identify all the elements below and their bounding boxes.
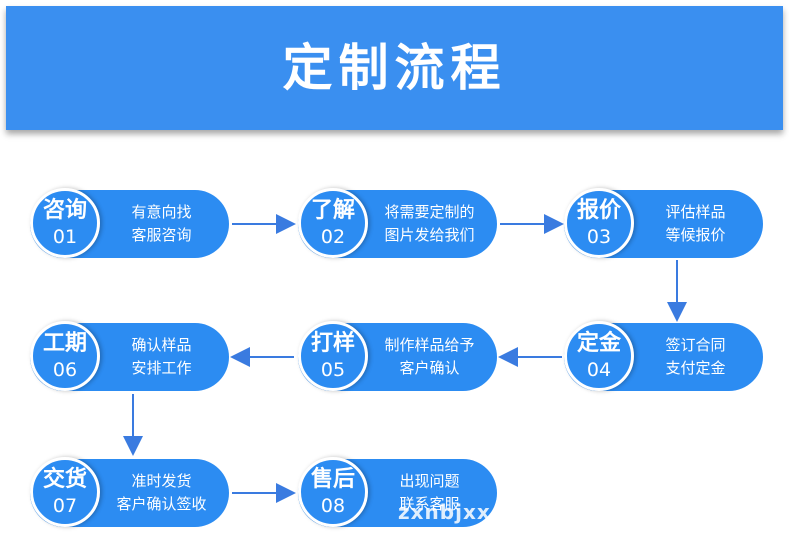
step-desc-line: 将需要定制的 — [384, 203, 475, 221]
step-consult: 咨询 01 有意向找 客服咨询 — [30, 188, 229, 258]
step-badge: 定金 04 — [564, 321, 634, 391]
step-deposit: 定金 04 签订合同 支付定金 — [564, 321, 763, 391]
step-desc-line: 安排工作 — [131, 359, 192, 377]
step-desc-line: 客户确认签收 — [116, 495, 207, 513]
step-description: 出现问题 联系客服 — [372, 470, 487, 516]
step-description: 将需要定制的 图片发给我们 — [372, 201, 487, 247]
step-badge: 报价 03 — [564, 188, 634, 258]
watermark-text: zxnbjxx — [398, 500, 491, 524]
step-desc-line: 确认样品 — [131, 336, 192, 354]
step-title: 咨询 — [42, 198, 87, 223]
step-badge: 交货 07 — [30, 457, 100, 527]
step-desc-line: 准时发货 — [131, 472, 192, 490]
step-delivery: 交货 07 准时发货 客户确认签收 — [30, 457, 229, 527]
step-desc-line: 支付定金 — [665, 359, 726, 377]
header-banner: 定制流程 — [6, 6, 783, 130]
step-description: 准时发货 客户确认签收 — [104, 470, 219, 516]
step-number: 06 — [52, 359, 78, 381]
step-title: 了解 — [310, 198, 355, 223]
step-number: 05 — [320, 359, 346, 381]
step-desc-line: 评估样品 — [665, 203, 726, 221]
step-desc-line: 联系客服 — [399, 495, 460, 513]
step-understand: 了解 02 将需要定制的 图片发给我们 — [298, 188, 497, 258]
step-badge: 售后 08 — [298, 457, 368, 527]
step-title: 售后 — [310, 467, 355, 492]
step-badge: 打样 05 — [298, 321, 368, 391]
step-number: 08 — [320, 495, 346, 517]
step-number: 02 — [320, 226, 346, 248]
step-desc-line: 出现问题 — [399, 472, 460, 490]
step-badge: 了解 02 — [298, 188, 368, 258]
step-description: 有意向找 客服咨询 — [104, 201, 219, 247]
step-desc-line: 等候报价 — [665, 226, 726, 244]
step-description: 确认样品 安排工作 — [104, 334, 219, 380]
step-badge: 工期 06 — [30, 321, 100, 391]
step-desc-line: 签订合同 — [665, 336, 726, 354]
step-desc-line: 制作样品给予 — [384, 336, 475, 354]
step-description: 评估样品 等候报价 — [638, 201, 753, 247]
step-quote: 报价 03 评估样品 等候报价 — [564, 188, 763, 258]
step-sample: 打样 05 制作样品给予 客户确认 — [298, 321, 497, 391]
step-desc-line: 客户确认 — [399, 359, 460, 377]
step-description: 制作样品给予 客户确认 — [372, 334, 487, 380]
step-title: 交货 — [42, 467, 87, 492]
page-title: 定制流程 — [282, 39, 507, 97]
step-title: 工期 — [42, 331, 87, 356]
step-desc-line: 有意向找 — [131, 203, 192, 221]
step-number: 01 — [52, 226, 78, 248]
step-desc-line: 图片发给我们 — [384, 226, 475, 244]
step-title: 打样 — [310, 331, 355, 356]
step-title: 报价 — [576, 198, 621, 223]
step-title: 定金 — [576, 331, 621, 356]
step-desc-line: 客服咨询 — [131, 226, 192, 244]
step-badge: 咨询 01 — [30, 188, 100, 258]
step-after-sales: 售后 08 出现问题 联系客服 — [298, 457, 497, 527]
step-number: 07 — [52, 495, 78, 517]
step-description: 签订合同 支付定金 — [638, 334, 753, 380]
step-number: 04 — [586, 359, 612, 381]
step-schedule: 工期 06 确认样品 安排工作 — [30, 321, 229, 391]
step-number: 03 — [586, 226, 612, 248]
